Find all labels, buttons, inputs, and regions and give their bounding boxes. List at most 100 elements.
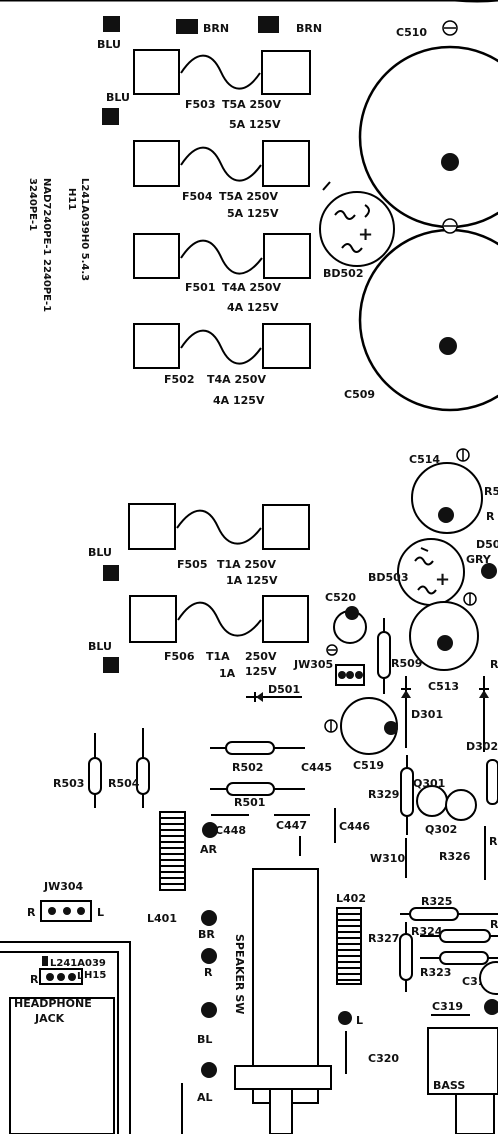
bridge-bd502: + BD502 — [319, 181, 395, 280]
speaker-pad-bl — [201, 1002, 217, 1018]
side-code-line4: 3240PE-1 — [27, 178, 38, 231]
wire-pad-blu-f505 — [103, 565, 119, 581]
headphone-cutout — [0, 951, 119, 1134]
silkscreen-label: R504 — [108, 777, 140, 790]
resistor-r329: R329 — [368, 755, 414, 835]
wire-label-blu-top: BLU — [97, 38, 121, 51]
coil-l402: L402 — [336, 892, 366, 985]
silkscreen-label: JW305 — [293, 658, 333, 671]
silkscreen-label: 1A — [219, 667, 236, 680]
silkscreen-label: 5A 125V — [227, 207, 279, 220]
side-code-line2: H11 — [66, 188, 77, 210]
silkscreen-label: 4A 125V — [227, 301, 279, 314]
silkscreen-label: 250V — [245, 650, 277, 663]
silkscreen-label: F506 — [164, 650, 195, 663]
jumper-jw305: JW305 — [293, 658, 365, 686]
wire-label-blu-f505: BLU — [88, 546, 112, 559]
silkscreen-label: T1A 250V — [217, 558, 276, 571]
silkscreen-label: R325 — [421, 895, 452, 908]
wire-label-brn-2: BRN — [296, 22, 322, 35]
resistor-r326-label: R326 — [439, 850, 471, 863]
silkscreen-label: C447 — [276, 819, 307, 832]
silkscreen-label: C448 — [215, 824, 246, 837]
silkscreen-label: Q302 — [425, 823, 457, 836]
edge-label-r-a: R — [486, 510, 495, 523]
silkscreen-label: 1A 125V — [226, 574, 278, 587]
jumper-w310: W310 — [370, 838, 407, 878]
resistor-r509: R509 — [377, 618, 422, 694]
capacitor-c519: C519 — [324, 697, 398, 772]
coil-l401: L401 — [147, 811, 186, 925]
silkscreen-label: C514 — [409, 453, 440, 466]
speaker-switch: SPEAKER SW — [233, 868, 332, 1134]
resistor-r325: R325 — [400, 895, 498, 921]
silkscreen-label: C513 — [428, 680, 459, 693]
silkscreen-label: R502 — [232, 761, 263, 774]
fuse-f501: F501 T4A 250V 4A 125V — [133, 233, 311, 314]
capacitor-c447: C447 — [274, 814, 310, 856]
silkscreen-label: L241A039 — [50, 958, 106, 969]
silkscreen-label: F501 — [185, 281, 215, 294]
silkscreen-label: HEADPHONE — [14, 997, 92, 1010]
silkscreen-label: C509 — [344, 388, 375, 401]
silkscreen-label: F505 — [177, 558, 207, 571]
resistor-r501: R501 — [210, 782, 305, 809]
capacitor-c313: C313 — [462, 961, 498, 1015]
silkscreen-label: R — [204, 966, 213, 979]
side-code-line3: NAD7240PE-1 2240PE-1 — [41, 178, 52, 312]
silkscreen-label: Q301 — [413, 777, 445, 790]
silkscreen-label: AR — [200, 843, 218, 856]
silkscreen-label: F502 — [164, 373, 194, 386]
silkscreen-label: R — [30, 973, 39, 986]
wire-label-blu-f506: BLU — [88, 640, 112, 653]
silkscreen-label: C446 — [339, 820, 370, 833]
silkscreen-label: H15 — [84, 970, 106, 981]
silkscreen-label: 125V — [245, 665, 277, 678]
silkscreen-label: R327 — [368, 932, 399, 945]
capacitor-c319: C319 — [431, 1000, 470, 1016]
silkscreen-label: T5A 250V — [222, 98, 281, 111]
capacitor-c448: C448 — [211, 814, 249, 837]
fuse-f505: F505 T1A 250V 1A 125V — [128, 503, 310, 587]
silkscreen-label: BR — [198, 928, 215, 941]
wire-label-blu-mid: BLU — [106, 91, 130, 104]
silkscreen-label: BD502 — [323, 267, 363, 280]
diode-d50-label: D50 — [476, 538, 498, 551]
capacitor-c320: C320 — [345, 1031, 399, 1074]
silkscreen-label: BL — [197, 1033, 212, 1046]
speaker-pad-br — [201, 910, 217, 926]
silkscreen-label: L — [77, 971, 84, 982]
jumper-jw304: JW304 R L — [27, 880, 104, 922]
wire-label-gry: GRY — [466, 553, 492, 566]
silkscreen-label: D302 — [466, 740, 498, 753]
silkscreen-label: L401 — [147, 912, 177, 925]
capacitor-c509: C509 — [344, 218, 498, 412]
resistor-right-edge-1 — [486, 759, 498, 805]
silkscreen-label: D301 — [411, 708, 443, 721]
speaker-pad-r — [201, 948, 217, 964]
wire-pad-brn-2 — [258, 16, 279, 33]
resistor-r502: R502 — [210, 741, 305, 774]
diode-d301: D301 — [401, 676, 443, 748]
speaker-pad-ar — [202, 822, 218, 838]
silkscreen-label: C319 — [432, 1000, 463, 1013]
headphone-jack: L241A039 H15 R L HEADPHONE JACK — [9, 956, 115, 1134]
speaker-pad-l-label: L — [356, 1014, 363, 1027]
silkscreen-label: D501 — [268, 683, 300, 696]
transistor-q301: Q301 — [413, 777, 448, 817]
silkscreen-label: R329 — [368, 788, 399, 801]
wire-pad-blu-mid — [102, 108, 119, 125]
silkscreen-label: SPEAKER SW — [233, 934, 246, 1014]
side-code-block: L241A039H0 5.4.3 H11 NAD7240PE-1 2240PE-… — [27, 178, 90, 312]
silkscreen-label: 5A 125V — [229, 118, 281, 131]
bd502-plus: + — [358, 224, 373, 245]
silkscreen-label: T4A 250V — [222, 281, 281, 294]
side-code-line1: L241A039H0 5.4.3 — [79, 178, 90, 281]
edge-label-r-b: R — [490, 658, 498, 671]
wire-label-brn-1: BRN — [203, 22, 229, 35]
silkscreen-label: F504 — [182, 190, 213, 203]
silkscreen-label: BASS — [433, 1079, 465, 1092]
speaker-pad-l — [338, 1011, 352, 1025]
diode-d302: D302 — [466, 676, 498, 753]
